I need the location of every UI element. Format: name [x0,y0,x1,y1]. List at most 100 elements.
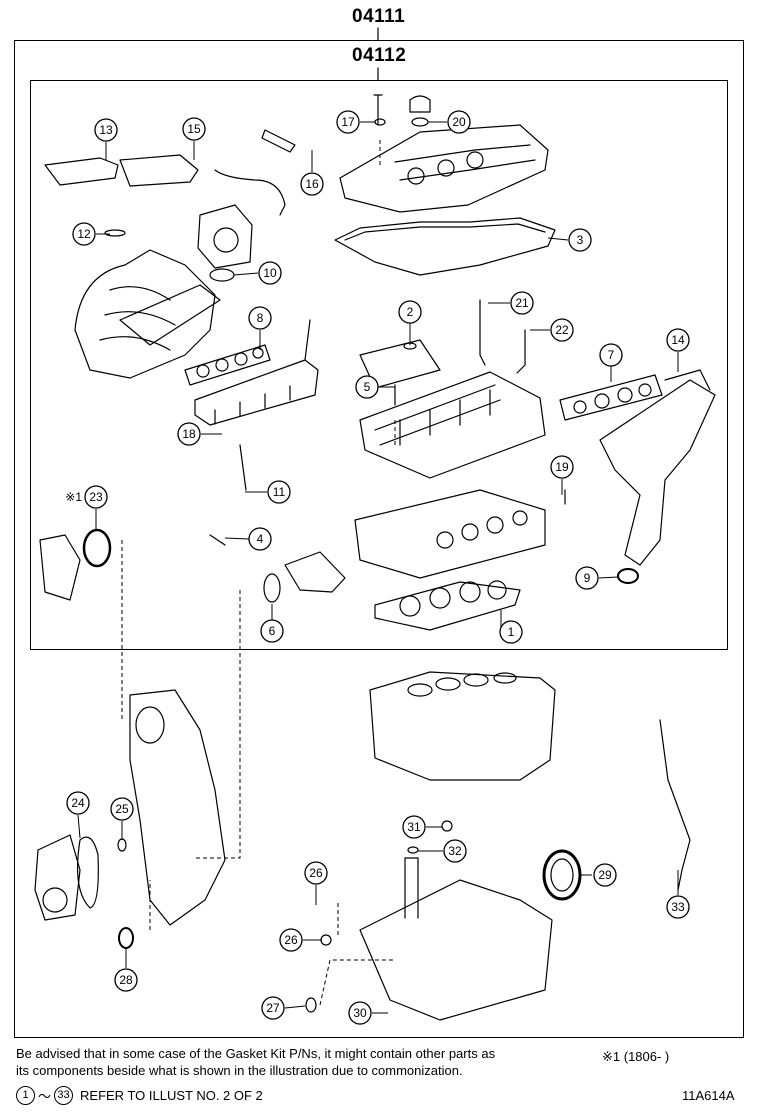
callout-number: 32 [448,844,462,858]
timing-cover-drawing [129,689,226,926]
callout-number: 21 [515,296,529,310]
callout-circle [84,485,108,509]
callout-26: 26 [304,861,328,885]
reference-text: REFER TO ILLUST NO. 2 OF 2 [80,1088,263,1103]
callout-circle [348,1001,372,1025]
callout-number: 4 [257,532,264,546]
callout-number: 19 [555,460,569,474]
callout-circle [568,228,592,252]
callout-8: 8 [248,306,272,330]
callout-circle [279,928,303,952]
callout-22: 22 [550,318,574,342]
callout-number: 10 [263,266,277,280]
fuel-rail-drawing [194,359,319,426]
oil-pan-drawing [359,857,553,1021]
callout-circle [248,527,272,551]
callout-number: 31 [407,820,421,834]
callout-3: 3 [568,228,592,252]
callout-13: 13 [94,118,118,142]
callout-number: 17 [341,115,355,129]
callout-number: 1 [508,625,515,639]
callout-15: 15 [182,117,206,141]
callout-14: 14 [666,328,690,352]
callout-26b: 26 [279,928,303,952]
callout-circle [72,222,96,246]
callout-number: 15 [187,122,201,136]
callout-4: 4 [248,527,272,551]
callout-circle [593,863,617,887]
callout-circle [443,839,467,863]
callout-number: 2 [407,305,414,319]
cover-gasket-drawing [334,217,556,276]
callout-5: 5 [355,375,379,399]
callout-circle [499,620,523,644]
water-pump-drawing [34,834,81,921]
callout-number: 16 [305,177,319,191]
callout-circle [550,455,574,479]
callout-24: 24 [66,791,90,815]
range-start-callout: 1 [16,1086,35,1105]
callout-circle [258,261,282,285]
cylinder-head-drawing [359,339,546,479]
timing-chain-drawing [76,836,99,909]
callout-12: 12 [72,222,96,246]
gasket-kit-note-line2: its components beside what is shown in t… [16,1063,463,1078]
callout-number: 24 [71,796,85,810]
callout-18: 18 [177,422,201,446]
callout-number: 11 [273,485,286,499]
dipstick-drawing [659,719,691,891]
callout-number: 7 [608,348,615,362]
intake-gasket-drawing [184,344,271,386]
callout-number: 13 [99,123,113,137]
callout-circle [398,300,422,324]
callout-2: 2 [398,300,422,324]
callout-30: 30 [348,1001,372,1025]
callout-number: 29 [598,868,612,882]
callout-circle [575,566,599,590]
exhaust-gasket-drawing [559,374,663,421]
callout-number: 33 [671,900,685,914]
callout-6: 6 [260,619,284,643]
callout-number: 26 [284,933,298,947]
callout-20: 20 [447,110,471,134]
callout-number: 22 [555,323,569,337]
gasket-kit-note-line1: Be advised that in some case of the Gask… [16,1046,496,1061]
callout-1: 1 [499,620,523,644]
callout-number: 3 [577,233,584,247]
callout-circle [177,422,201,446]
illustration-reference: 1 ～ 33 REFER TO ILLUST NO. 2 OF 2 [16,1086,263,1105]
callout-23-mark: ※1 [65,490,82,504]
callout-number: 14 [671,333,685,347]
callout-number: 12 [77,227,91,241]
callout-circle [260,619,284,643]
callout-number: 6 [269,624,276,638]
callout-circle [599,343,623,367]
callout-circle [94,118,118,142]
callout-number: 9 [584,571,591,585]
callout-27: 27 [261,996,285,1020]
callout-circle [110,797,134,821]
callout-25: 25 [110,797,134,821]
outer-kit-frame [14,40,744,1038]
intake-manifold-drawing [74,249,221,379]
callout-circle [550,318,574,342]
callout-23: 23 [84,485,108,509]
callout-circle [66,791,90,815]
block-upper-drawing [354,489,546,579]
callout-circle [355,375,379,399]
callout-29: 29 [593,863,617,887]
callout-33: 33 [666,895,690,919]
range-end-callout: 33 [54,1086,74,1105]
drawing-code: 11A614A [682,1088,735,1103]
callout-31: 31 [402,815,426,839]
callout-16: 16 [300,172,324,196]
callout-circle [336,110,360,134]
callout-number: 26 [309,866,323,880]
inner-kit-frame [30,80,728,650]
callout-number: 18 [182,427,196,441]
callout-circle [510,291,534,315]
callout-circle [300,172,324,196]
exhaust-manifold-drawing [599,369,716,566]
callout-7: 7 [599,343,623,367]
